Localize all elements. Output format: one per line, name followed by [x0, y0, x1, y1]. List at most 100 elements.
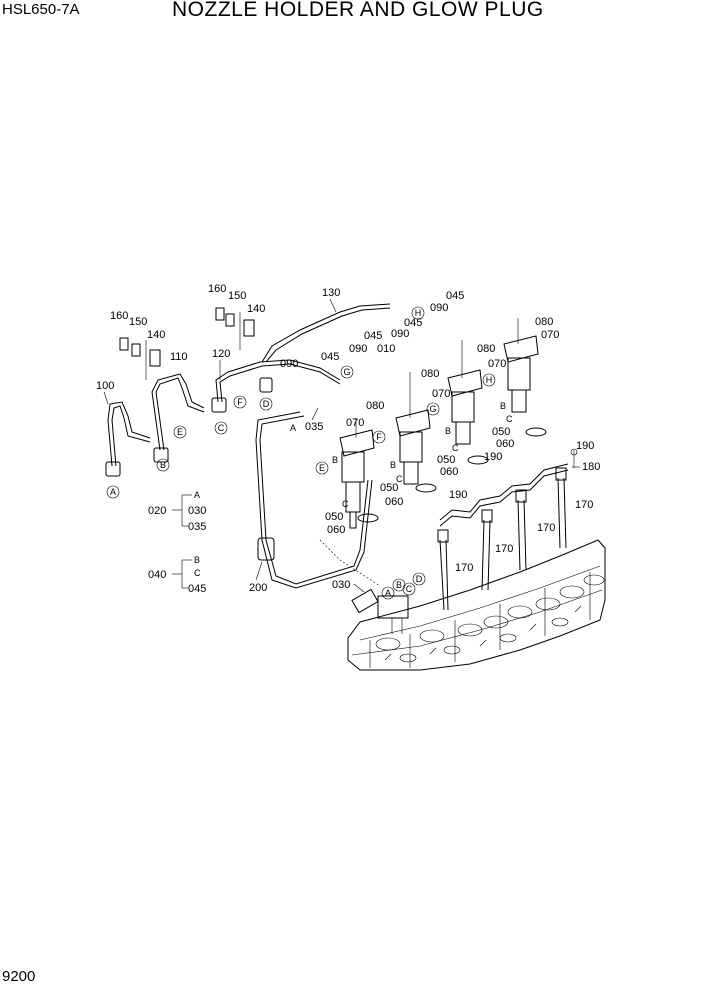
connection-marker-a-bottom: A — [381, 586, 395, 600]
legend-040-c: C — [194, 568, 201, 578]
svg-text:C: C — [406, 584, 413, 594]
legend-020: 020 — [148, 505, 166, 517]
callout-035: 035 — [305, 421, 323, 433]
callout-070-3: 070 — [488, 358, 506, 370]
connection-marker-d-left: D — [259, 397, 273, 411]
connection-marker-e-left: E — [173, 425, 187, 439]
fuel-pipe-130 — [261, 303, 391, 363]
callout-060-1: 060 — [327, 524, 345, 536]
callout-c-1: C — [342, 499, 349, 509]
callout-c-3: C — [452, 443, 459, 453]
legend-group-040: 040 B C 045 — [148, 555, 206, 595]
callout-150-upper: 150 — [228, 290, 246, 302]
callout-b-1: B — [332, 455, 338, 465]
connection-marker-g-right: G — [426, 402, 440, 416]
callout-030: 030 — [332, 579, 350, 591]
legend-group-020: 020 A 030 035 — [148, 490, 206, 533]
callout-010: 010 — [377, 343, 395, 355]
connection-marker-b-bottom: B — [392, 578, 406, 592]
callout-110: 110 — [170, 351, 188, 363]
injector-4 — [503, 318, 547, 437]
callout-170-a: 170 — [575, 499, 593, 511]
svg-text:A: A — [385, 588, 391, 598]
connection-marker-b-left: B — [156, 458, 170, 472]
callout-160-left: 160 — [110, 310, 128, 322]
svg-text:A: A — [110, 487, 116, 497]
callout-200: 200 — [249, 582, 267, 594]
svg-text:C: C — [218, 423, 225, 433]
connection-marker-d-bottom: D — [412, 572, 426, 586]
callout-190-a: 190 — [576, 440, 594, 452]
callout-060-4: 060 — [496, 438, 514, 450]
callout-060-3: 060 — [440, 466, 458, 478]
callout-labels: 100 110 120 130 160 150 140 160 150 140 … — [96, 283, 600, 594]
glow-plug-bus-bar — [439, 448, 578, 527]
connection-marker-a-left: A — [106, 485, 120, 499]
callout-170-b: 170 — [537, 522, 555, 534]
svg-text:B: B — [160, 460, 166, 470]
callout-190-b: 190 — [484, 451, 502, 463]
callout-c-4: C — [506, 414, 513, 424]
connection-marker-h-right: H — [482, 373, 496, 387]
callout-190-c: 190 — [449, 489, 467, 501]
svg-text:E: E — [177, 427, 183, 437]
callout-050-2: 050 — [380, 482, 398, 494]
callout-180: 180 — [582, 461, 600, 473]
callout-c-2: C — [396, 474, 403, 484]
callout-070-1: 070 — [346, 417, 364, 429]
svg-text:F: F — [237, 397, 243, 407]
legend-040-b: B — [194, 555, 200, 565]
callout-b-4: B — [500, 401, 506, 411]
svg-text:B: B — [396, 580, 402, 590]
callout-060-2: 060 — [385, 496, 403, 508]
clamp-upper — [215, 307, 255, 350]
callout-150-left: 150 — [129, 316, 147, 328]
legend-040: 040 — [148, 569, 166, 581]
svg-text:E: E — [319, 463, 325, 473]
svg-text:H: H — [415, 308, 422, 318]
legend-020-a: A — [194, 490, 200, 500]
svg-text:G: G — [429, 404, 436, 414]
callout-045-d: 045 — [446, 290, 464, 302]
callout-070-2: 070 — [432, 388, 450, 400]
injector-3 — [447, 340, 489, 465]
legend-020-030: 030 — [188, 505, 206, 517]
callout-080-1: 080 — [366, 400, 384, 412]
callout-080-2: 080 — [421, 368, 439, 380]
fuel-pipe-100 — [105, 401, 151, 477]
callout-080-4: 080 — [535, 316, 553, 328]
callout-090-a: 090 — [280, 358, 298, 370]
svg-text:G: G — [343, 367, 350, 377]
clamp-left — [119, 337, 161, 380]
callout-170-c: 170 — [495, 543, 513, 555]
connection-marker-e-right: E — [315, 461, 329, 475]
hose-clip-200 — [257, 537, 275, 561]
leak-off-hose — [255, 411, 381, 589]
legend-040-045: 045 — [188, 583, 206, 595]
page-number: 9200 — [2, 968, 36, 985]
callout-090-b: 090 — [349, 343, 367, 355]
page-title: NOZZLE HOLDER AND GLOW PLUG — [172, 0, 544, 21]
legend-020-035: 035 — [188, 521, 206, 533]
model-code: HSL650-7A — [2, 1, 80, 18]
cylinder-head-drawing — [347, 539, 606, 671]
injector-1 — [339, 418, 379, 529]
fuel-pipe-120 — [211, 359, 341, 413]
callout-090-d: 090 — [430, 302, 448, 314]
connection-marker-c-left: C — [214, 421, 228, 435]
callout-045-c: 045 — [404, 317, 422, 329]
callout-140-upper: 140 — [247, 303, 265, 315]
callout-a-035: A — [290, 423, 296, 433]
connection-marker-f-left: F — [233, 395, 247, 409]
svg-text:D: D — [416, 574, 423, 584]
callout-050-3: 050 — [437, 454, 455, 466]
callout-140-left: 140 — [147, 329, 165, 341]
fuel-pipe-110 — [151, 373, 205, 463]
callout-070-4: 070 — [541, 329, 559, 341]
svg-text:F: F — [376, 432, 382, 442]
callout-120: 120 — [212, 348, 230, 360]
callout-050-4: 050 — [492, 426, 510, 438]
svg-text:H: H — [486, 375, 493, 385]
callout-b-2: B — [390, 460, 396, 470]
